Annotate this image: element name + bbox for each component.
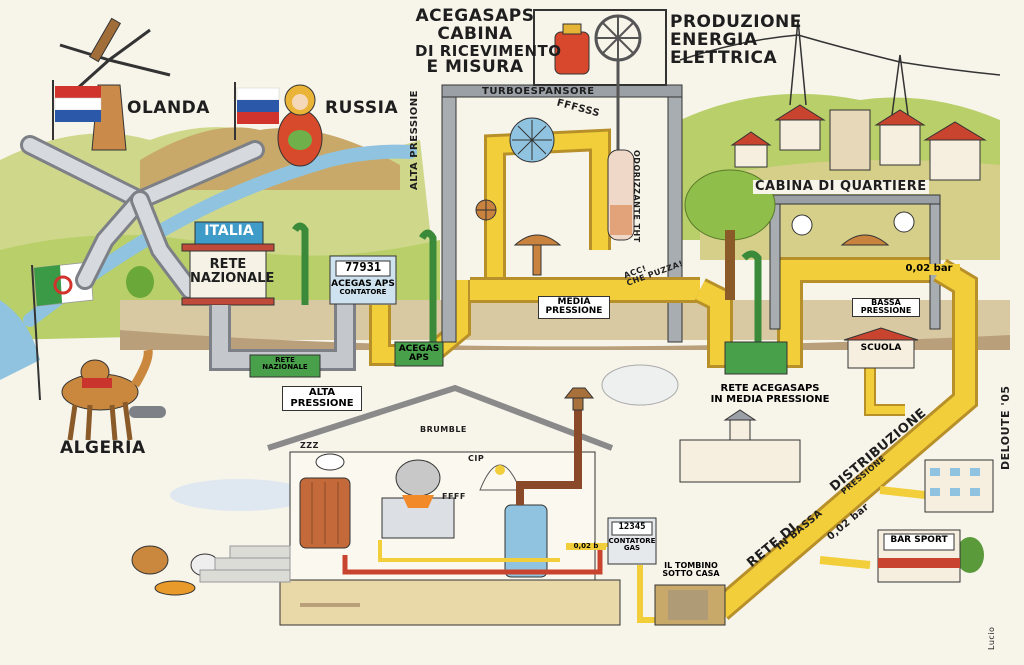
pressure-regulator-icon [513, 234, 562, 276]
produzione-energia-line-3: ELETTRICA [670, 47, 778, 68]
school-building [843, 327, 919, 369]
house-meter-reading: 12345 [618, 522, 646, 532]
label-brumble: BRUMBLE [420, 425, 467, 434]
meter-reading: 77931 [344, 260, 382, 274]
bar-sport-sign: BAR SPORT [890, 535, 948, 545]
artist-signature: DELOUTE '05 [999, 385, 1012, 470]
rete-nazionale-pipe-label: RETE NAZIONALE [250, 356, 320, 372]
italia-sign: ITALIA [204, 223, 254, 239]
matryoshka-icon [277, 84, 323, 167]
green-pipe-media [724, 341, 788, 375]
rete-nazionale-pipe-line-2: NAZIONALE [262, 363, 308, 372]
turboexpander-icon [509, 117, 555, 163]
contatore-gas-line-2: GAS [623, 544, 641, 553]
pressure-label-quartiere: 0,02 bar [898, 263, 960, 275]
label-russia: RUSSIA [325, 98, 399, 118]
manhole-pit [654, 584, 726, 626]
town-houses [730, 104, 987, 181]
tree-icons [126, 169, 984, 573]
rete-media-line-2: IN MEDIA PRESSIONE [710, 393, 830, 405]
turbine-wheel-icon [594, 14, 642, 150]
city-hall-building [679, 409, 801, 483]
label-alta-pressione-vertical: ALTA PRESSIONE [409, 90, 420, 190]
rete-nazionale-sign: RETE NAZIONALE [190, 257, 275, 286]
cabina-ricevimento-line-1: ACEGASAPS [415, 6, 535, 26]
tombino-line-2: SOTTO CASA [662, 569, 720, 579]
school-label: SCUOLA [860, 343, 902, 353]
green-pipe-acegas [394, 341, 444, 367]
apartment-building [924, 459, 994, 513]
media-pressione-line-2: PRESSIONE [545, 306, 603, 317]
gas-meter-acegas [329, 255, 397, 305]
label-cip: CIP [468, 454, 485, 463]
acegas-aps-box-label: ACEGAS APS [395, 344, 443, 364]
produzione-energia-line-2: ENERGIA [670, 29, 758, 50]
italia-sign-board [181, 221, 275, 306]
clouds [170, 364, 679, 511]
acegas-contatore-label: ACEGAS APS CONTATORE [330, 279, 396, 297]
label-ffff: FFFF [442, 492, 466, 501]
tombino-label: IL TOMBINO SOTTO CASA [652, 561, 730, 579]
rete-nazionale-pipe-line-1: RETE [275, 356, 295, 364]
tombino-line-1: IL TOMBINO [664, 561, 718, 570]
cabina-quartiere-title: CABINA DI QUARTIERE [753, 179, 929, 194]
cabina-ricevimento-line-2: CABINA [437, 23, 513, 44]
label-zzz: ZZZ [300, 441, 319, 450]
produzione-energia-line-1: PRODUZIONE [670, 12, 802, 32]
acegas-aps-box-line-2: APS [408, 353, 430, 364]
cabina-ricevimento-line-3: DI RICEVIMENTO [415, 41, 562, 60]
house-pressure-label: 0,02 b [566, 542, 606, 551]
media-pressione-line-1: MEDIA [557, 297, 591, 307]
netherlands-flag-icon [52, 80, 102, 140]
bassa-pressione-box: BASSA PRESSIONE [852, 298, 920, 317]
valve-wheel-icon [475, 199, 497, 221]
alta-pressione-box: ALTA PRESSIONE [282, 386, 362, 411]
house-gas-meter [607, 517, 657, 565]
contatore-gas-label: CONTATORE GAS [608, 537, 656, 553]
stove-icon [381, 459, 455, 539]
odorizer-tank-icon [607, 149, 635, 241]
green-pipe-nazionale [249, 354, 321, 378]
generator-icon [554, 23, 590, 75]
label-algeria: ALGERIA [60, 438, 146, 458]
bassa-pressione-line-1: BASSA [871, 298, 901, 307]
produzione-energia-title: PRODUZIONE ENERGIA ELETTRICA [670, 12, 802, 68]
rete-media-line-1: RETE ACEGASAPS [720, 383, 820, 394]
russia-flag-icon [234, 82, 280, 140]
camel-icon [61, 349, 153, 441]
rete-nazionale-sign-line-1: RETE [209, 257, 247, 272]
label-olanda: OLANDA [127, 98, 210, 118]
chimney-cap-icon [563, 387, 595, 411]
bassa-pressione-line-2: PRESSIONE [860, 306, 912, 316]
label-odorizzante: ODORIZZANTE THT [632, 150, 641, 243]
label-turboespansore: TURBOESPANSORE [482, 86, 595, 97]
cabina-ricevimento-line-4: E MISURA [426, 57, 524, 78]
contatore-gas-line-1: CONTATORE [608, 537, 656, 545]
cabina-ricevimento-title: ACEGASAPS CABINA DI RICEVIMENTO E MISURA [415, 6, 562, 78]
steps [199, 545, 291, 583]
international-pipelines [20, 135, 265, 418]
bar-sport-building [877, 529, 961, 583]
power-pylons [679, 19, 1001, 116]
low-pressure-network [711, 258, 978, 620]
alta-pressione-box-line-2: PRESSIONE [290, 397, 354, 409]
rete-media-pressione-label: RETE ACEGASAPS IN MEDIA PRESSIONE [690, 383, 850, 405]
media-pressione-box: MEDIA PRESSIONE [538, 296, 610, 319]
artist-signature-small: Lucio [987, 626, 996, 650]
acegas-contatore-line-2: CONTATORE [339, 288, 387, 297]
radiator-icon [299, 477, 351, 549]
rete-nazionale-sign-line-2: NAZIONALE [190, 270, 275, 286]
acegas-aps-box-line-1: ACEGAS [398, 344, 440, 354]
acegas-contatore-line-1: ACEGAS APS [331, 279, 395, 289]
alta-pressione-box-line-1: ALTA [308, 387, 336, 398]
